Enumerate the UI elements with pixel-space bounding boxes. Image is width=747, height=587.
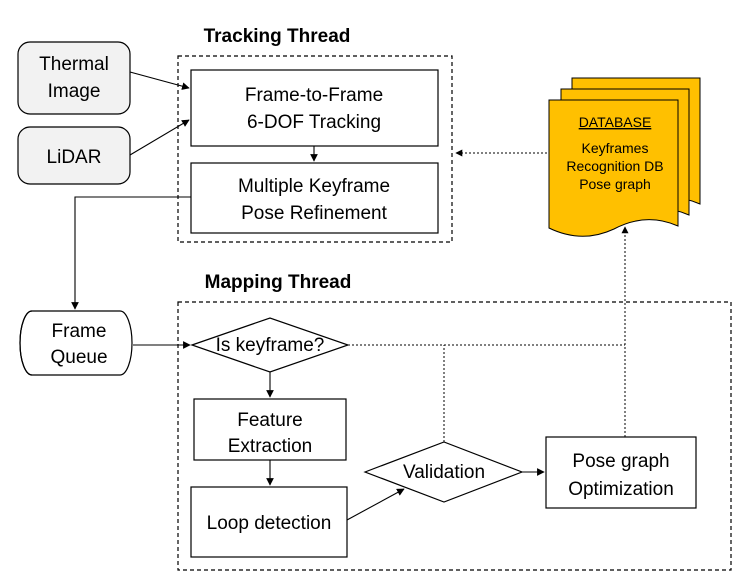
arrow-refinement-to-queue <box>71 196 191 310</box>
feature-extraction-node: Feature Extraction <box>193 398 347 461</box>
thermal-line1: Thermal <box>39 54 109 75</box>
pose-graph-line1: Pose graph <box>572 451 669 472</box>
arrow-loop-to-validation <box>346 488 405 521</box>
thermal-line2: Image <box>48 81 101 102</box>
tracking-thread-title: Tracking Thread <box>204 26 351 47</box>
database-item-recognition-db: Recognition DB <box>566 158 663 174</box>
is-keyframe-label: Is keyframe? <box>216 335 325 356</box>
database-node: DATABASE Keyframes Recognition DB Pose g… <box>548 77 701 237</box>
thermal-image-input: Thermal Image <box>17 41 131 115</box>
arrow-thermal-to-tracking <box>129 71 190 90</box>
feature-extraction-line2: Extraction <box>228 436 312 457</box>
lidar-input: LiDAR <box>17 126 131 185</box>
frame-queue-line2: Queue <box>50 347 107 368</box>
frame-queue-node: Frame Queue <box>19 310 133 376</box>
keyframe-refinement-line1: Multiple Keyframe <box>238 176 390 197</box>
loop-detection-node: Loop detection <box>190 486 348 558</box>
frame-to-frame-line1: Frame-to-Frame <box>245 85 383 106</box>
is-keyframe-decision: Is keyframe? <box>190 317 350 373</box>
frame-queue-line1: Frame <box>52 321 107 342</box>
frame-to-frame-tracking-node: Frame-to-Frame 6-DOF Tracking <box>190 69 439 147</box>
tracking-thread-container <box>177 55 453 243</box>
mapping-thread-title: Mapping Thread <box>205 272 352 293</box>
loop-detection-label: Loop detection <box>207 513 332 534</box>
arrow-lidar-to-tracking <box>129 119 190 156</box>
lidar-label: LiDAR <box>47 147 102 168</box>
validation-label: Validation <box>403 462 485 483</box>
database-title: DATABASE <box>579 114 652 130</box>
mapping-thread-container <box>177 301 732 571</box>
feature-extraction-line1: Feature <box>237 410 302 431</box>
pose-graph-line2: Optimization <box>568 479 674 500</box>
pose-graph-optimization-node: Pose graph Optimization <box>545 436 697 509</box>
keyframe-refinement-line2: Pose Refinement <box>241 203 387 224</box>
keyframe-refinement-node: Multiple Keyframe Pose Refinement <box>190 162 439 234</box>
validation-decision: Validation <box>363 441 524 503</box>
database-item-keyframes: Keyframes <box>582 140 649 156</box>
database-item-pose-graph: Pose graph <box>579 176 651 192</box>
frame-to-frame-line2: 6-DOF Tracking <box>247 112 381 133</box>
